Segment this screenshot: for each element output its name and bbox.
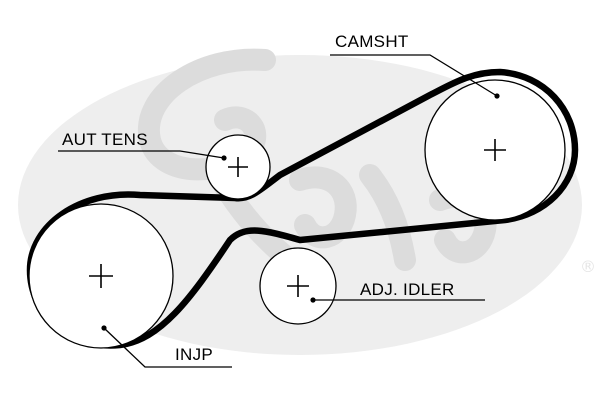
registered-mark: ® [580,257,596,276]
callout-camshaft: CAMSHT [330,32,500,99]
auto-tensioner-leader-line [58,150,225,159]
adjustable-idler-leader-dot [310,297,316,303]
auto-tensioner-leader-dot [221,155,227,161]
watermark-script-stroke-1 [137,48,276,181]
auto-tensioner-label: AUT TENS [62,130,148,149]
camshaft-pulley [424,79,566,221]
camshaft-label: CAMSHT [335,32,409,51]
injection-pump-pulley [28,203,174,349]
camshaft-leader-line [330,54,498,97]
camshaft-leader-dot [494,93,500,99]
adjustable-idler-label: ADJ. IDLER [360,280,455,299]
callout-auto-tensioner: AUT TENS [58,130,227,161]
auto-tensioner-pulley [205,134,271,200]
injection-pump-leader-dot [101,325,107,331]
injection-pump-leader-line [103,327,232,368]
watermark-script-stroke-4 [359,164,416,271]
callout-injection-pump: INJP [101,325,232,368]
injection-pump-label: INJP [175,345,213,364]
adjustable-idler-pulley [259,247,337,325]
callout-adjustable-idler: ADJ. IDLER [310,280,485,303]
